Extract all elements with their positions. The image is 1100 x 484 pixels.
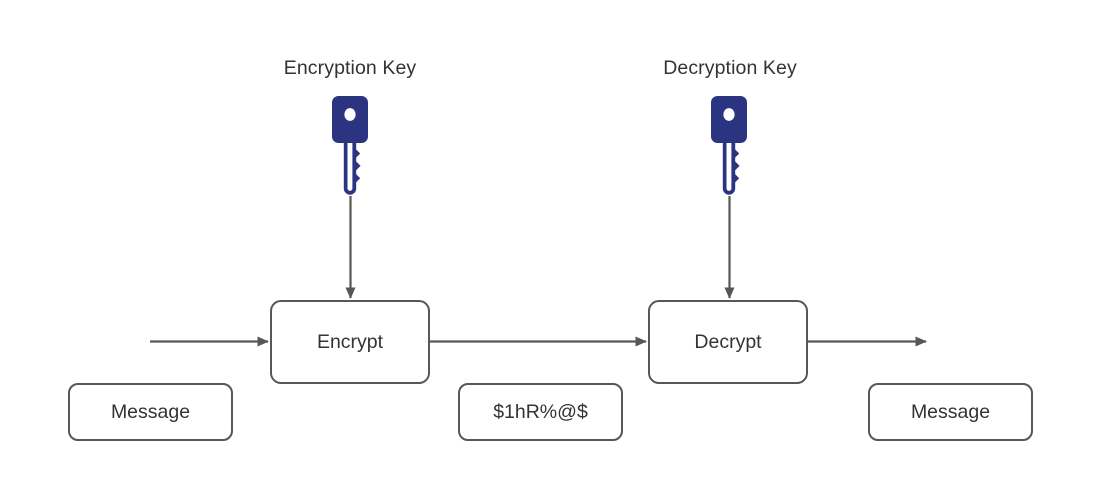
encryption-key-label: Encryption Key (283, 57, 417, 79)
decryption-key-label: Decryption Key (663, 57, 797, 79)
plaintext-output-node[interactable]: Message (868, 383, 1033, 441)
decrypt-node[interactable]: Decrypt (648, 300, 808, 384)
key-icon (332, 96, 368, 195)
encrypt-node[interactable]: Encrypt (270, 300, 430, 384)
key-icon (711, 96, 747, 195)
plaintext-input-node[interactable]: Message (68, 383, 233, 441)
ciphertext-node[interactable]: $1hR%@$ (458, 383, 623, 441)
